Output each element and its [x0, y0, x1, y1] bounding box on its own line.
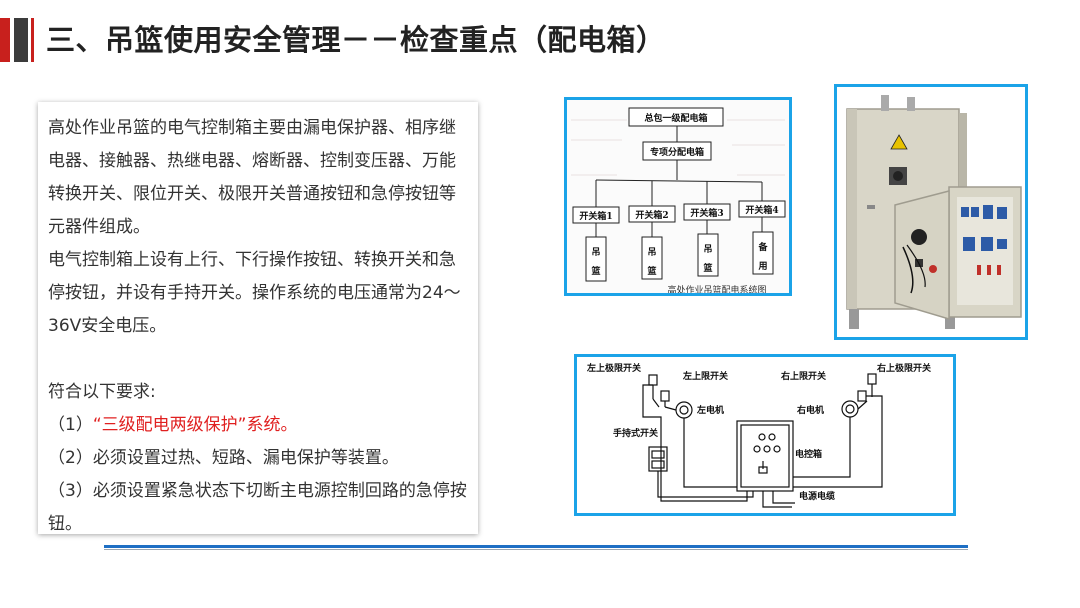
footer-rule-blue [104, 545, 968, 548]
control-cabinet-photo [834, 84, 1028, 340]
fig3-hand-switch: 手持式开关 [613, 427, 658, 439]
fig1-leaf-4b: 用 [757, 261, 767, 272]
paragraph-components: 高处作业吊篮的电气控制箱主要由漏电保护器、相序继电器、接触器、热继电器、熔断器、… [48, 118, 456, 237]
fig1-caption: 高处作业吊篮配电系统图 [667, 284, 766, 293]
fig1-switch-box-2: 开关箱2 [635, 209, 668, 221]
fig1-leaf-4a: 备 [757, 241, 768, 253]
requirement-item-2: （2）必须设置过热、短路、漏电保护等装置。 [48, 448, 399, 468]
fig1-leaf-3a: 吊 [703, 244, 712, 255]
fig1-switch-box-4: 开关箱4 [745, 204, 778, 216]
fig3-power-cable: 电源电缆 [799, 490, 835, 502]
fig3-left-upper-limit: 左上限开关 [682, 370, 728, 382]
fig1-leaf-1a: 吊 [591, 247, 600, 258]
fig3-right-limit-switch: 右上极限开关 [876, 362, 931, 374]
fig3-left-motor: 左电机 [696, 404, 724, 416]
requirements-heading: 符合以下要求: [48, 382, 156, 402]
requirement-item-3: （3）必须设置紧急状态下切断主电源控制回路的急停按钮。 [48, 481, 467, 534]
paragraph-controls: 电气控制箱上设有上行、下行操作按钮、转换开关和急停按钮，并设有手持开关。操作系统… [48, 250, 461, 336]
slide-title: 三、吊篮使用安全管理－－检查重点（配电箱） [46, 23, 666, 57]
fig3-right-upper-limit: 右上限开关 [780, 370, 826, 382]
footer-rule-gray [104, 549, 968, 550]
fig1-leaf-1b: 篮 [590, 265, 600, 277]
fig3-left-limit-switch: 左上极限开关 [586, 362, 641, 374]
text-panel: 高处作业吊篮的电气控制箱主要由漏电保护器、相序继电器、接触器、热继电器、熔断器、… [38, 102, 478, 534]
requirement-item-1: （1）“三级配电两级保护”系统。 [48, 409, 470, 442]
fig1-switch-box-3: 开关箱3 [690, 207, 723, 219]
fig1-mid-box: 专项分配电箱 [650, 146, 704, 158]
distribution-system-diagram: 总包一级配电箱 专项分配电箱 开关箱1 开关箱2 开关箱3 开关箱4 吊 篮 吊… [564, 97, 792, 296]
basket-wiring-schematic: 左上极限开关 左上限开关 右上限开关 右上极限开关 左电机 右电机 手持式开关 … [574, 354, 956, 516]
fig1-leaf-2b: 篮 [646, 265, 656, 277]
fig1-leaf-3b: 篮 [702, 262, 712, 274]
requirement-number: （1） [48, 415, 93, 435]
fig3-control-box: 电控箱 [795, 448, 822, 460]
title-accent-bar-dark [14, 18, 28, 62]
fig3-right-motor: 右电机 [796, 404, 824, 416]
requirement-highlight: “三级配电两级保护”系统。 [92, 415, 298, 435]
title-accent-bar-red [0, 18, 10, 62]
fig1-top-box: 总包一级配电箱 [644, 112, 707, 124]
title-accent-bar-thin [31, 18, 34, 62]
fig1-switch-box-1: 开关箱1 [579, 210, 612, 222]
fig1-leaf-2a: 吊 [647, 247, 656, 258]
